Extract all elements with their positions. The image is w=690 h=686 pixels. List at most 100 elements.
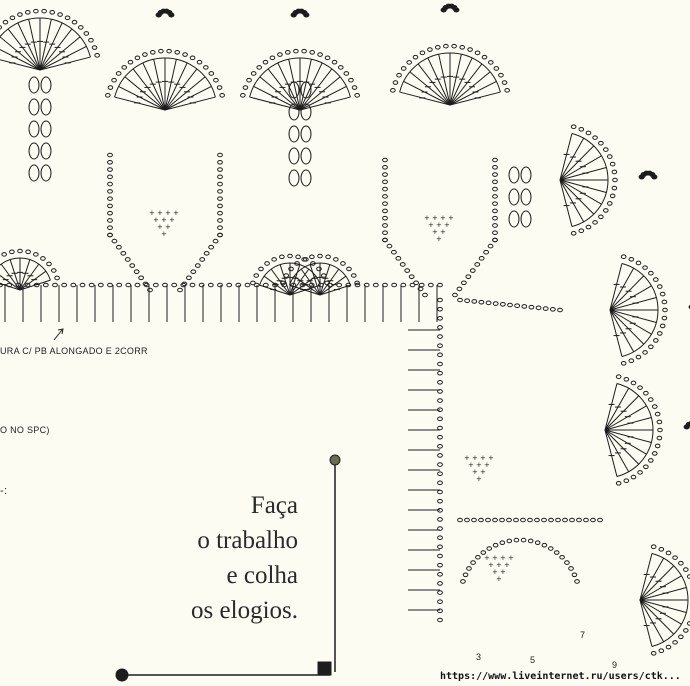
chain-stitch [678,634,684,640]
chain-stitch [348,77,354,83]
treble-stitch [604,429,618,477]
fan-arc [259,262,321,286]
chain-stitch [542,306,549,311]
treble-stitch [609,267,635,311]
chain-stitch [568,566,574,571]
chain-stitch [486,546,493,551]
chain-stitch [451,43,457,49]
treble-stitch [417,63,451,106]
chain-stitch [527,538,534,544]
chain-stitch [492,230,498,236]
treble-stitch [559,133,573,181]
double-crochet-symbol: + [165,209,171,217]
chain-stitch [125,282,132,288]
chain-stitch [115,244,122,250]
chain-stitch [70,282,77,288]
chain-stitch [478,256,485,261]
treble-stitch [639,586,687,601]
treble-stitch [559,155,602,181]
treble-stitch [639,599,682,625]
double-crochet-symbol: + [472,468,478,476]
chain-stitch [240,93,246,98]
double-crochet-symbol: + [504,561,510,569]
chain-stitch [71,19,78,25]
chain-stitch [107,167,113,172]
chain-stitch [520,517,526,523]
treble-stitch [639,599,687,614]
chain-stitch [456,286,463,292]
loop-stitch [300,125,312,143]
picot-stitch [303,12,310,18]
chain-stitch [597,517,603,523]
chain-stitch [107,282,113,288]
chain-stitch [217,159,223,165]
fan-arc [0,17,91,58]
treble-stitch [0,263,21,291]
treble-stitch [609,263,623,311]
loop-stitch [508,188,520,206]
chain-stitch [603,147,609,152]
chain-stitch [471,517,477,523]
fan-arc [571,133,609,227]
chain-stitch [527,517,533,523]
double-crochet-symbol: + [500,554,506,562]
chain-stitch [244,282,251,288]
chain-stitch [492,517,498,523]
treble-stitch [263,275,291,296]
chain-stitch [107,159,113,165]
chain-stitch [611,185,618,191]
chain-stitch [283,273,290,278]
chain-stitch [182,52,188,57]
chain-stitch [661,315,668,321]
chain-stitch [382,157,388,163]
treble-stitch [267,68,301,111]
treble-stitch [559,179,595,215]
chain-stitch [585,224,592,230]
chain-stitch [189,282,196,288]
treble-stitch [289,264,301,296]
chain-stitch [320,273,327,278]
treble-stitch [449,57,473,106]
treble-stitch [609,296,657,311]
picot-stitch [453,7,460,13]
chain-stitch [437,617,443,623]
chain-stitch [653,338,659,343]
chain-stitch [127,59,134,65]
chain-stitch [258,266,264,272]
double-crochet-symbol: + [440,214,446,222]
chain-stitch [294,261,300,266]
chain-stitch [665,550,672,556]
chain-stitch [658,648,665,654]
chain-stitch [474,50,481,56]
treble-stitch [639,565,675,601]
chain-stitch [333,257,339,262]
chain-stitch [217,196,223,201]
chain-stitch [492,223,498,228]
chain-stitch [317,253,323,259]
treble-stitch [124,76,166,111]
chain-stitch [683,628,689,633]
chain-stitch [557,307,563,313]
treble-stitch [604,429,630,473]
chain-stitch [654,443,661,449]
chain-stitch [672,555,678,560]
chain-stitch [642,265,648,270]
chain-stitch [354,282,361,288]
treble-stitch [449,63,483,106]
chain-stitch [392,80,399,85]
chain-stitch [481,54,488,60]
chain-stitch [382,194,388,199]
treble-stitch [609,285,652,311]
chain-stitch [437,297,443,303]
chain-stitch [437,562,443,568]
chain-stitch [390,88,396,93]
double-crochet-symbol: + [500,568,506,576]
chain-stitch [657,427,663,433]
treble-stitch [289,275,317,296]
chain-stitch [437,544,443,550]
chain-stitch [107,218,113,223]
chain-stitch [217,225,223,231]
treble-stitch [604,383,618,431]
chain-stitch [547,546,554,551]
